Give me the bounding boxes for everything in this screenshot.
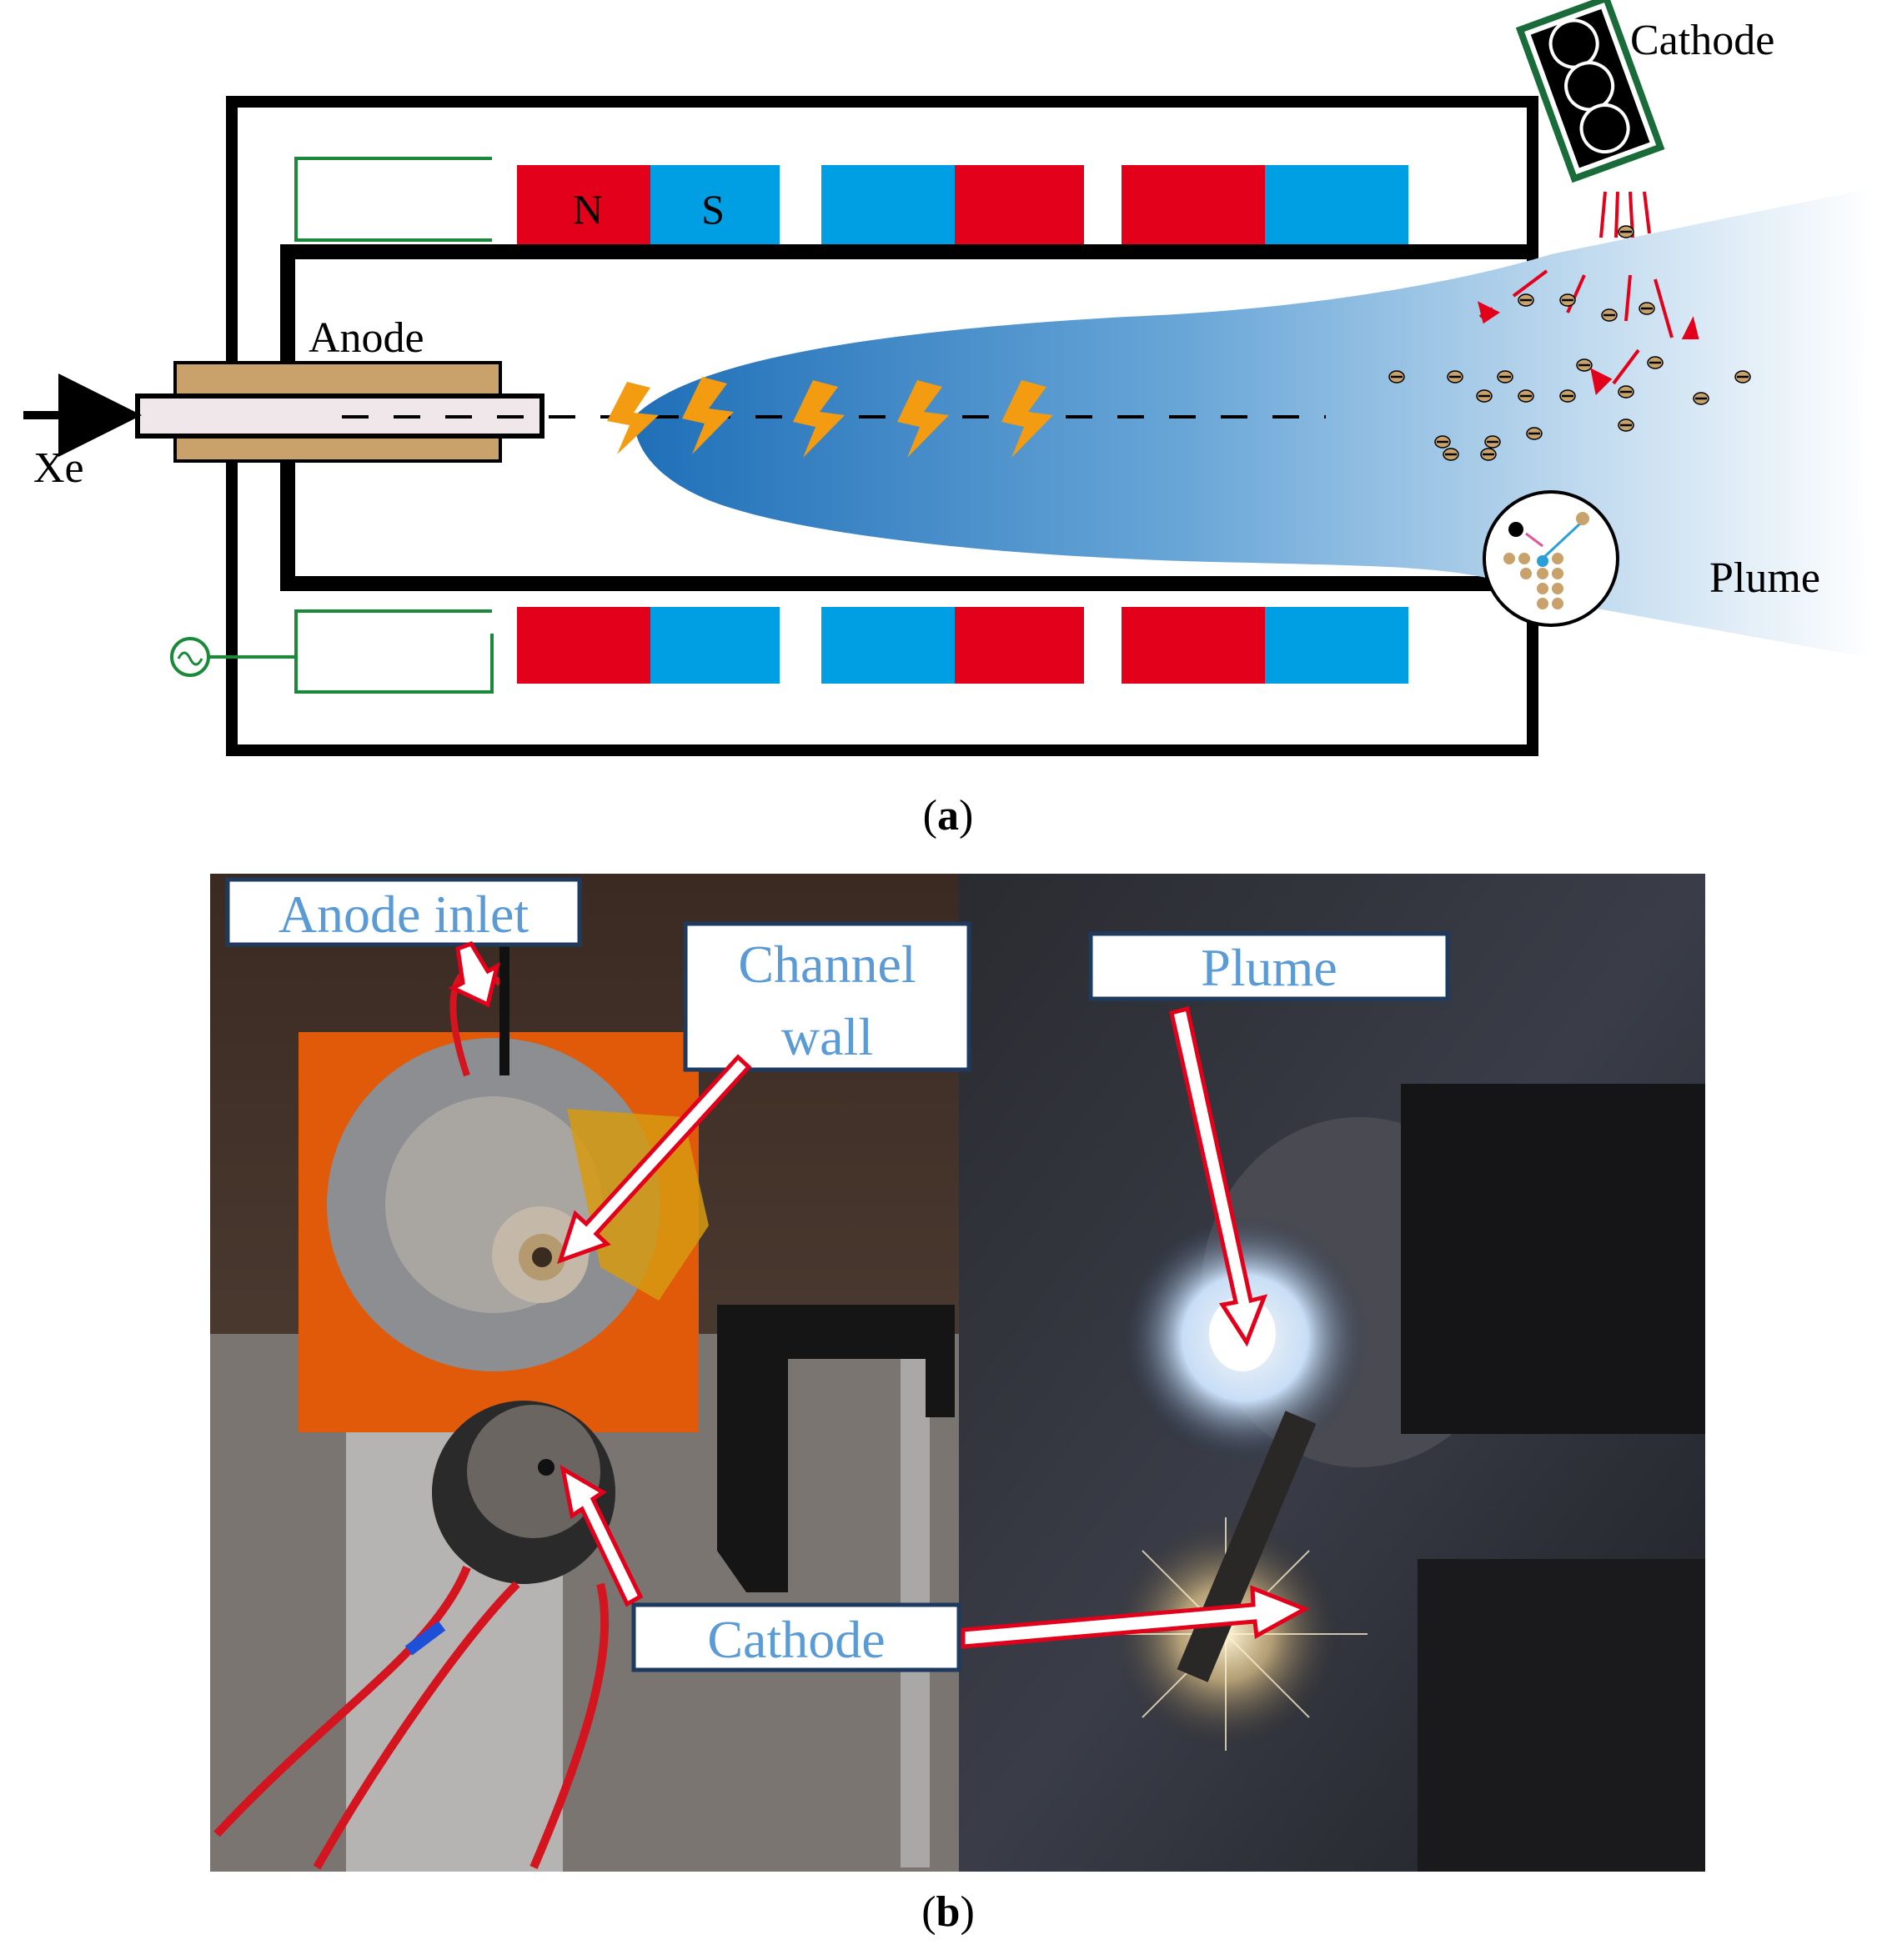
arrow-anode-inlet [448, 940, 500, 1008]
magnet-bottom-1-n [517, 607, 650, 684]
svg-text:Channel: Channel [738, 935, 916, 994]
magnet-bottom-3-n [1122, 607, 1265, 684]
arrow-plume [1169, 1005, 1268, 1347]
magnet-coil-circuit-bottom [294, 609, 494, 694]
spark-icon [897, 380, 949, 458]
magnet-top-2-s [821, 165, 955, 244]
gas-inlet-tube [135, 394, 545, 439]
callout-cathode: Cathode [631, 1602, 961, 1672]
arrow-cathode-left [560, 1465, 644, 1607]
panel-b-photos: Anode inlet Channel wall Plume Cathode [210, 874, 1705, 1872]
magnet-bottom-3-s [1265, 607, 1408, 684]
photo-right [959, 874, 1705, 1872]
arrow-cathode-right [961, 1585, 1310, 1649]
magnet-s-label: S [701, 186, 725, 233]
callout-channel-wall: Channel wall [683, 921, 971, 1072]
ac-source-icon [170, 637, 210, 677]
cathode-label: Cathode [1630, 17, 1774, 64]
svg-text:wall: wall [781, 1007, 873, 1066]
magnet-bottom-2-s [821, 607, 955, 684]
arrow-channel-wall [557, 1054, 752, 1265]
magnet-coil-circuit-top [294, 157, 492, 242]
svg-text:Cathode: Cathode [707, 1610, 885, 1669]
electron-arrows [1478, 191, 1699, 396]
magnet-top-2-n [955, 165, 1084, 244]
spark-icon [793, 380, 845, 458]
plume-label: Plume [1709, 554, 1820, 602]
panel-b-caption: (b) [921, 1888, 975, 1936]
magnet-bottom-1-s [650, 607, 780, 684]
xe-label: Xe [33, 444, 84, 492]
spark-icon [1001, 380, 1053, 458]
cathode-schematic [1515, 0, 1665, 183]
anode-label: Anode [309, 314, 424, 362]
collision-inset [1483, 490, 1619, 627]
magnet-top-3-n [1122, 165, 1265, 244]
svg-text:Anode inlet: Anode inlet [279, 885, 529, 944]
callout-anode-inlet: Anode inlet [225, 877, 582, 947]
magnet-top-1-s [650, 165, 780, 244]
photo-left [210, 874, 959, 1872]
spark-icon [682, 377, 734, 454]
magnet-bottom-2-n [955, 607, 1084, 684]
panel-a-caption: (a) [923, 792, 974, 840]
callout-arrows [448, 940, 1310, 1649]
panel-a-schematic: N S Anode Xe [23, 0, 1874, 756]
svg-text:Plume: Plume [1201, 938, 1337, 997]
magnet-top-3-s [1265, 165, 1408, 244]
electron-icon-group [1388, 225, 1751, 461]
magnet-n-label: N [573, 186, 603, 233]
magnet-top-1-n [517, 165, 650, 244]
spark-icon-group [607, 377, 1053, 458]
callout-plume: Plume [1088, 931, 1450, 1001]
spark-icon [607, 382, 659, 454]
